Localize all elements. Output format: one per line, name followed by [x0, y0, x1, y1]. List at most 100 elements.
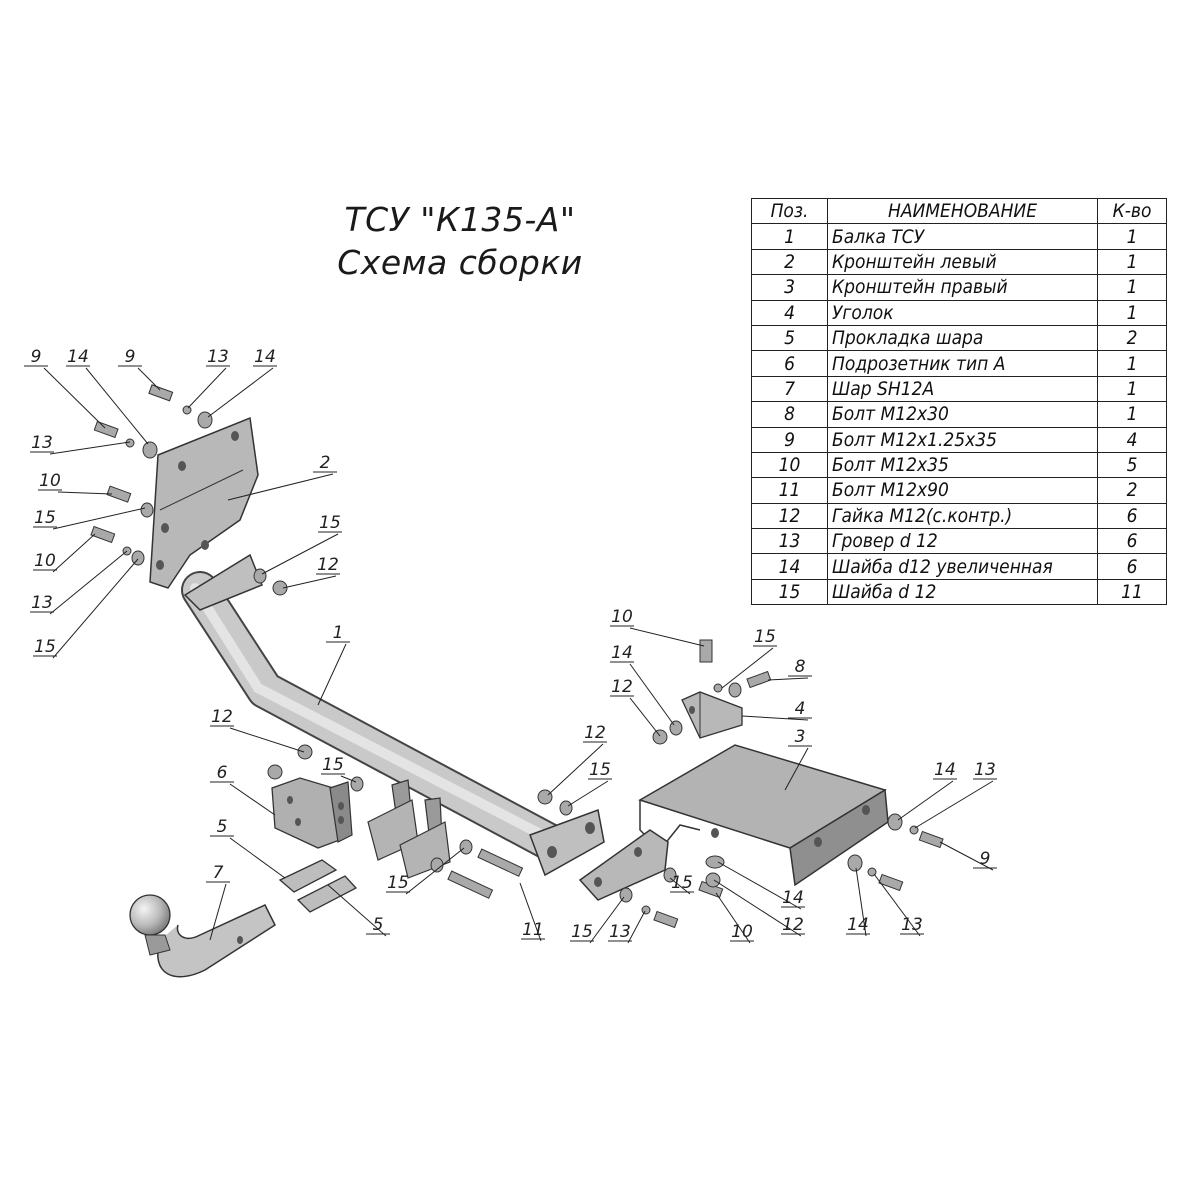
- callout-l15g: 15: [386, 847, 465, 895]
- row-pos: 6: [751, 350, 828, 377]
- callout-l10c: 10: [610, 607, 705, 647]
- tow-ball-part: [129, 894, 276, 978]
- row-qty: 1: [1097, 248, 1167, 276]
- callout-l14a: 14: [66, 347, 149, 445]
- callout-leader: [629, 627, 705, 647]
- callout-l12e: 12: [713, 879, 805, 937]
- callout-leader: [43, 367, 106, 429]
- callout-number: 12: [611, 677, 633, 697]
- callout-l9b: 9: [118, 347, 161, 391]
- callout-l15h: 15: [570, 896, 625, 944]
- callout-number: 14: [67, 347, 89, 367]
- left-bracket-part: [149, 416, 259, 589]
- callout-leader: [627, 910, 646, 944]
- callout-l5b: 5: [327, 884, 390, 937]
- row-name: Гайка М12(с.контр.): [827, 502, 1098, 530]
- row-qty: 11: [1097, 578, 1167, 606]
- callout-number: 8: [795, 657, 806, 677]
- callout-l4: 4: [741, 699, 812, 721]
- callout-l15i: 15: [669, 873, 694, 895]
- callout-number: 10: [34, 551, 56, 571]
- callout-leader: [873, 873, 921, 937]
- callout-l12c: 12: [547, 723, 607, 796]
- callout-leader: [327, 884, 387, 937]
- callout-number: 14: [611, 643, 633, 663]
- callout-number: 15: [322, 755, 344, 775]
- callout-number: 12: [782, 915, 804, 935]
- callout-leader: [187, 367, 227, 409]
- callout-l8: 8: [767, 657, 812, 681]
- callout-leader: [669, 877, 691, 895]
- callout-leader: [567, 780, 609, 807]
- callout-number: 15: [319, 513, 341, 533]
- callout-number: 13: [31, 433, 53, 453]
- callout-number: 12: [317, 555, 339, 575]
- callout-number: 13: [609, 922, 631, 942]
- header-pos: Поз.: [751, 197, 828, 225]
- callout-leader: [741, 715, 809, 721]
- callout-number: 14: [254, 347, 276, 367]
- callout-leader: [282, 575, 337, 589]
- header-qty: К-во: [1097, 197, 1167, 225]
- callout-leader: [85, 367, 149, 445]
- callout-leader: [207, 367, 274, 418]
- callout-number: 5: [373, 915, 384, 935]
- callout-number: 10: [611, 607, 633, 627]
- callout-number: 12: [584, 723, 606, 743]
- callout-number: 10: [39, 471, 61, 491]
- callout-l12b: 12: [610, 677, 661, 737]
- callout-leader: [914, 780, 994, 829]
- callout-number: 15: [589, 760, 611, 780]
- callout-l15a: 15: [33, 507, 146, 530]
- callout-l13c: 13: [30, 550, 128, 615]
- callout-leader: [897, 780, 954, 821]
- callout-number: 7: [213, 863, 224, 883]
- callout-leader: [229, 727, 305, 753]
- callout-leader: [49, 441, 131, 455]
- row-name: Шар SH12A: [827, 375, 1098, 403]
- callout-l6: 6: [210, 763, 276, 816]
- callout-leader: [547, 743, 604, 796]
- callout-leader: [229, 837, 286, 879]
- callout-number: 6: [217, 763, 228, 783]
- callout-leader: [209, 883, 227, 941]
- row-pos: 4: [751, 299, 828, 326]
- callout-leader: [52, 533, 96, 573]
- row-name: Прокладка шара: [827, 324, 1098, 352]
- callout-leader: [52, 558, 139, 659]
- row-pos: 8: [751, 401, 828, 428]
- callout-number: 15: [671, 873, 693, 893]
- callout-number: 14: [934, 760, 956, 780]
- callout-leader: [767, 677, 809, 681]
- row-pos: 14: [751, 553, 828, 580]
- callout-number: 5: [217, 817, 228, 837]
- callout-leader: [227, 473, 334, 501]
- callout-number: 1: [333, 623, 344, 643]
- callout-l14d: 14: [897, 760, 957, 821]
- row-pos: 11: [751, 477, 828, 504]
- callout-l13a: 13: [187, 347, 230, 409]
- callout-leader: [57, 491, 113, 495]
- callout-leader: [52, 507, 146, 530]
- callout-l10b: 10: [33, 533, 96, 573]
- row-qty: 5: [1097, 451, 1167, 479]
- callout-leader: [717, 861, 802, 910]
- row-name: Шайба d 12: [827, 578, 1098, 606]
- callout-l9a: 9: [24, 347, 106, 429]
- callout-number: 13: [207, 347, 229, 367]
- callout-number: 15: [754, 627, 776, 647]
- row-qty: 6: [1097, 528, 1167, 555]
- callout-l15f: 15: [321, 755, 357, 783]
- angle-part: [681, 691, 743, 739]
- callout-number: 13: [974, 760, 996, 780]
- callout-leader: [713, 879, 802, 937]
